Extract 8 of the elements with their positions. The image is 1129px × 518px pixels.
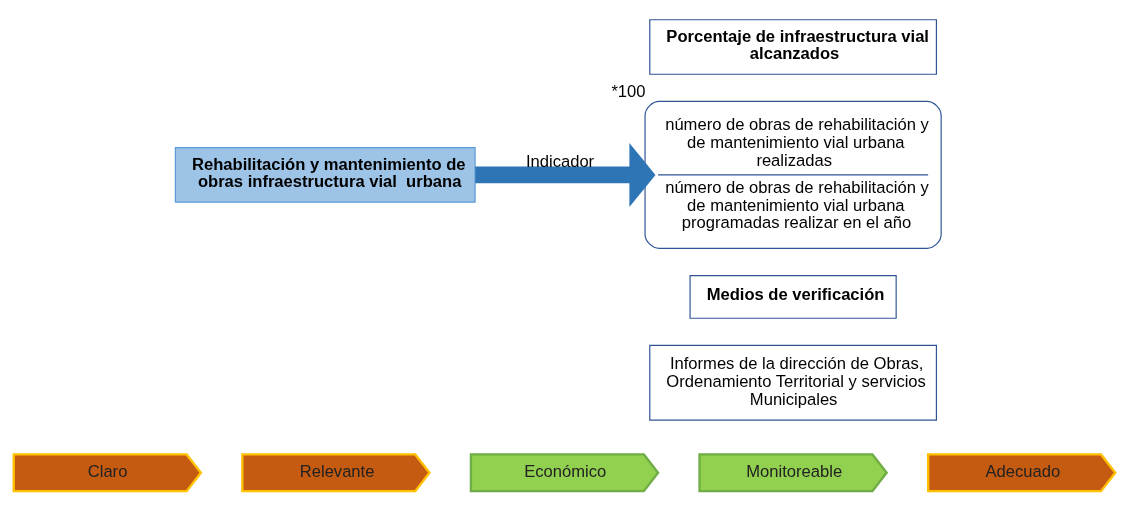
node-box: Rehabilitación y mantenimiento de obras infraestructura vial urbana — [174, 147, 476, 203]
edge-label: Indicador — [525, 151, 595, 171]
node-box: Medios de verificación — [689, 275, 897, 319]
node-label: *100 — [611, 81, 646, 101]
node-box: Porcentaje de infraestructura vial alcanzados — [649, 19, 937, 75]
node-box: Informes de la dirección de Obras, Ordenamiento Territorial y servicios Municipales — [649, 344, 937, 421]
node-box: número de obras de rehabilitación y de mantenimiento vial urbana realizadas número de obras de rehabilitación y de mantenimiento vial urbana programadas realizar en el año — [644, 100, 942, 249]
arrow — [475, 142, 656, 207]
